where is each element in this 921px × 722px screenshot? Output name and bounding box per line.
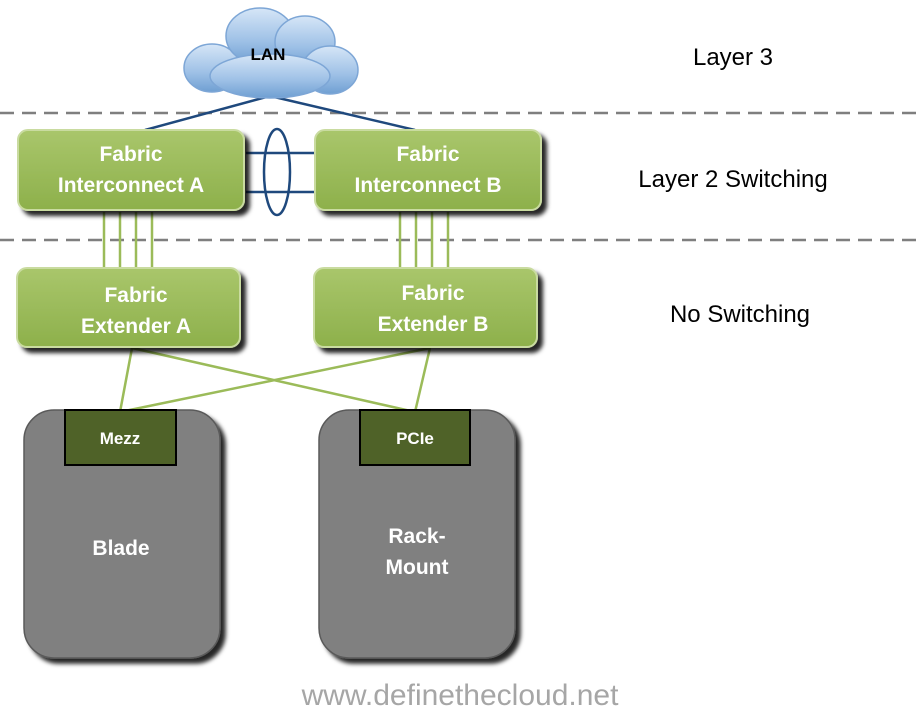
fabric-interconnect-a-line2: Interconnect A	[58, 174, 204, 197]
mezz-label: Mezz	[100, 429, 141, 448]
pcie-adapter: PCIe	[359, 409, 471, 466]
cloud-icon	[183, 7, 359, 99]
watermark: www.definethecloud.net	[301, 679, 620, 712]
no-switching-label: No Switching	[670, 301, 810, 328]
rackmount-server: PCIe Rack- Mount	[318, 409, 516, 659]
blade-server: Mezz Blade	[23, 409, 221, 659]
mezz-adapter: Mezz	[64, 409, 177, 466]
lan-cloud: LAN	[183, 7, 359, 99]
fabric-extender-b-line1: Fabric	[401, 282, 464, 305]
fabric-interconnect-b-line2: Interconnect B	[354, 174, 501, 197]
fabric-interconnect-a: Fabric Interconnect A	[17, 129, 245, 211]
interconnect-peer-links	[246, 127, 316, 217]
interconnect-extender-links-a	[102, 212, 154, 268]
pcie-label: PCIe	[396, 429, 434, 448]
lan-label: LAN	[251, 45, 286, 64]
port-channel-ellipse	[262, 127, 292, 217]
fabric-extender-a: Fabric Extender A	[16, 267, 241, 348]
fabric-extender-a-line1: Fabric	[104, 284, 167, 307]
lan-uplinks	[144, 94, 416, 132]
rackmount-label-line1: Rack-	[388, 525, 445, 548]
layer2-label: Layer 2 Switching	[638, 166, 827, 193]
fabric-extender-b-line2: Extender B	[378, 313, 489, 336]
blade-label: Blade	[92, 537, 149, 560]
extender-server-links	[118, 346, 432, 414]
fabric-extender-b: Fabric Extender B	[313, 267, 538, 348]
layer3-label: Layer 3	[693, 44, 773, 71]
fabric-interconnect-b: Fabric Interconnect B	[314, 129, 542, 211]
interconnect-extender-links-b	[398, 212, 450, 268]
rackmount-label-line2: Mount	[386, 556, 449, 579]
fabric-interconnect-a-line1: Fabric	[99, 143, 162, 166]
fabric-extender-a-line2: Extender A	[81, 315, 191, 338]
fabric-interconnect-b-line1: Fabric	[396, 143, 459, 166]
